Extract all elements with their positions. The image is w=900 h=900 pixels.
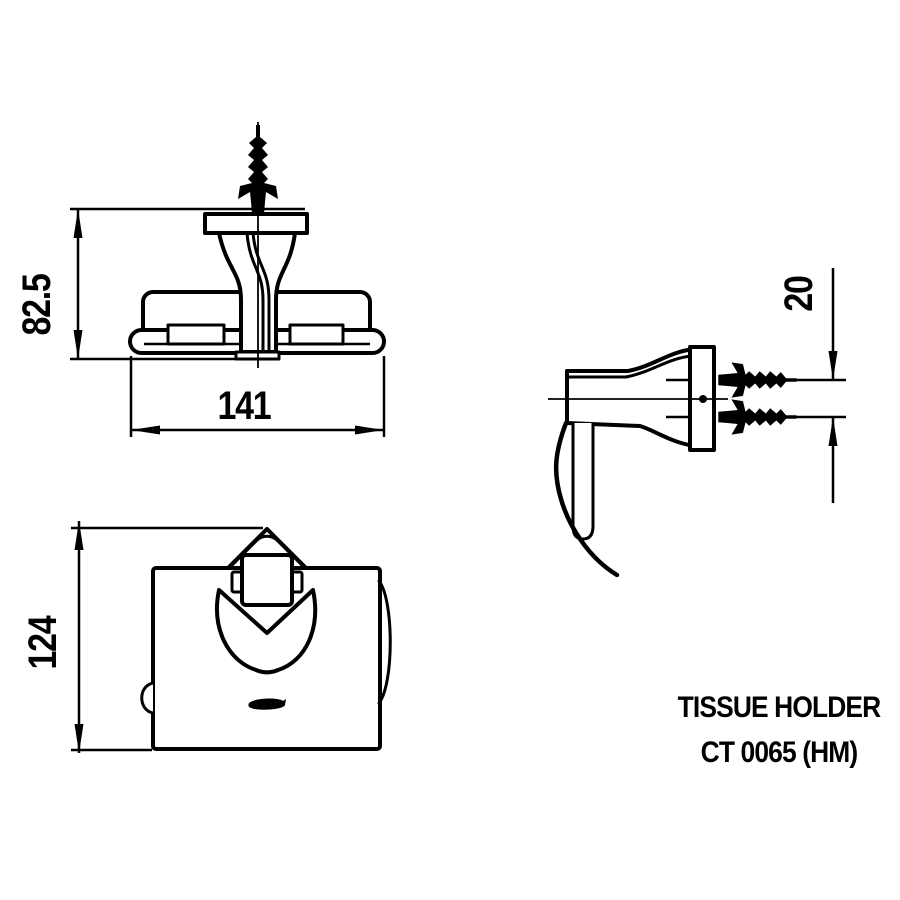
roll-bar-left-tab: [166, 323, 226, 346]
arm-inner-edge: [565, 354, 694, 379]
title-block: TISSUE HOLDER CT 0065 (HM): [678, 689, 882, 768]
top-view: [128, 122, 386, 368]
roll-bar-right-tab: [288, 323, 345, 346]
arrowhead-down: [73, 330, 83, 359]
arrowhead-down: [828, 351, 838, 380]
dimension-anchor-spacing: 20: [775, 268, 846, 503]
dimension-value: 124: [19, 615, 64, 669]
mount-block: [240, 553, 294, 607]
arrowhead-up: [828, 417, 838, 446]
arrowhead-left: [131, 425, 160, 435]
arrowhead-right: [355, 425, 384, 435]
product-code-label: CT 0065 (HM): [701, 734, 858, 768]
wall-anchor-icon: [718, 399, 797, 435]
roll-end-ear: [140, 681, 154, 715]
dimension-value: 82.5: [13, 274, 58, 336]
cover-side-bulge: [377, 579, 392, 705]
dimension-value: 141: [218, 382, 272, 427]
center-dot: [699, 395, 707, 403]
wall-anchor-icon: [718, 362, 797, 398]
wall-plate-plan: [203, 212, 309, 235]
dimension-top-height: 82.5: [13, 207, 305, 361]
dimension-top-width: 141: [129, 356, 386, 437]
stem-channel-line-2: [251, 231, 271, 354]
arrowhead-down: [74, 724, 84, 753]
front-view: [140, 527, 392, 751]
flap-swing-curve: [553, 420, 620, 578]
dimension-value: 20: [775, 276, 820, 312]
product-name-label: TISSUE HOLDER: [678, 689, 881, 723]
wall-anchor-icon: [238, 125, 278, 214]
brand-logo: [248, 698, 286, 710]
arrowhead-up: [73, 209, 83, 238]
dimension-front-height: 124: [19, 521, 263, 753]
arrowhead-up: [74, 521, 84, 550]
side-view: [548, 345, 797, 578]
flap-pocket: [215, 588, 318, 675]
flap-profile: [571, 423, 595, 541]
